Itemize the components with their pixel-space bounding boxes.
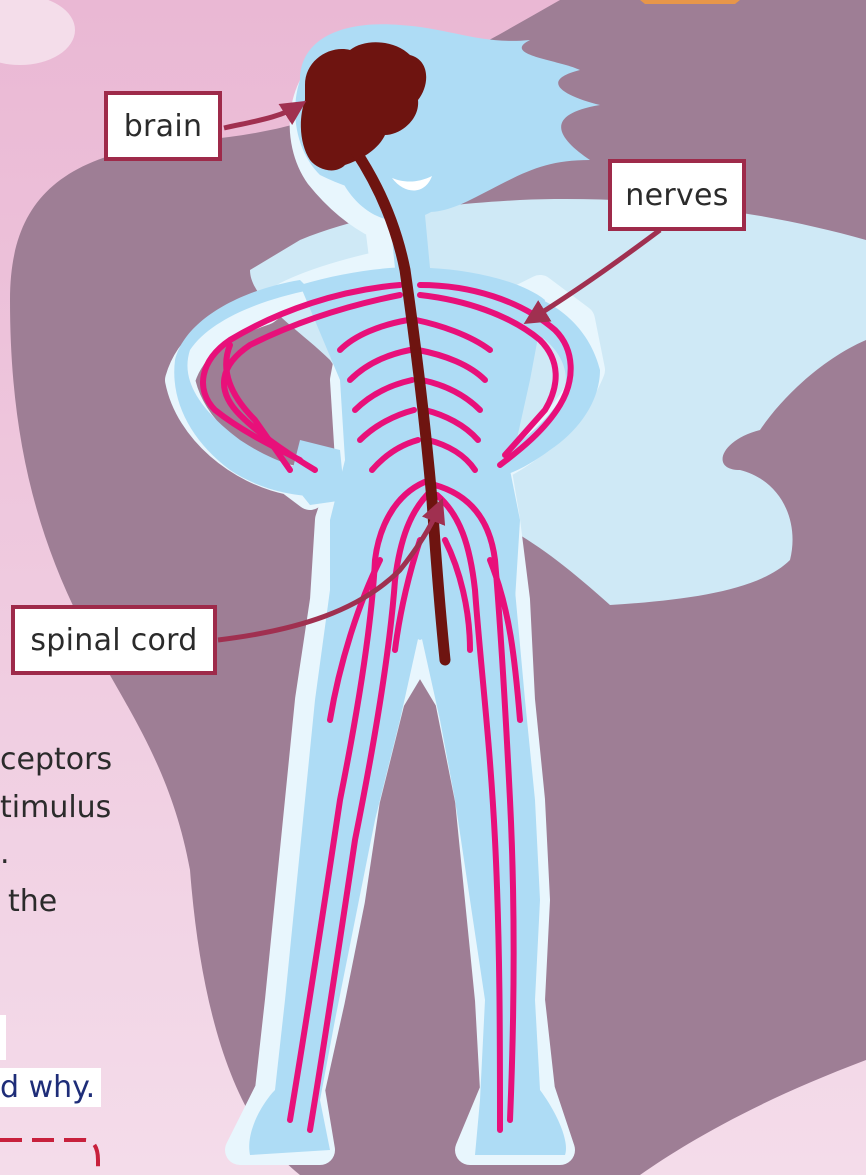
brain-label: brain — [104, 91, 222, 161]
white-panel-edge — [0, 1015, 6, 1060]
question-text: d why. — [0, 1068, 101, 1107]
nerves-label: nerves — [608, 159, 746, 231]
brain-label-text: brain — [124, 109, 203, 144]
side-text-line-3: . — [0, 836, 10, 871]
top-orange-strip — [640, 0, 740, 4]
spinal-cord-label-text: spinal cord — [30, 623, 197, 658]
spinal-cord-label: spinal cord — [11, 605, 217, 675]
side-text-line-2: timulus — [0, 790, 111, 825]
side-text-line-4: the — [8, 884, 57, 919]
nerves-label-text: nerves — [625, 178, 728, 213]
side-text-line-1: ceptors — [0, 742, 112, 777]
